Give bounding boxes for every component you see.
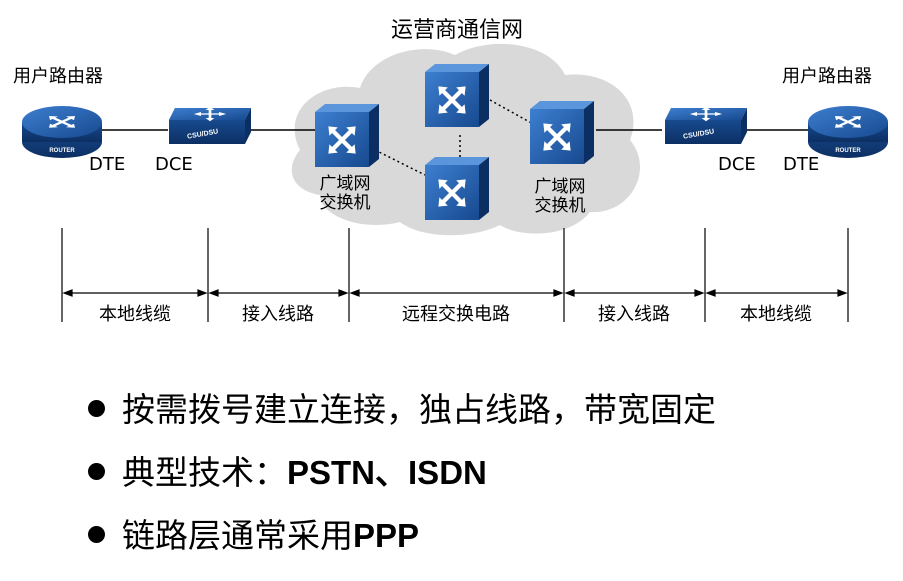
csu-dsu-icon: CSU/DSU	[169, 106, 251, 144]
right-dce-label: DCE	[718, 154, 756, 175]
link-top-right-switch	[489, 99, 536, 126]
segment-label-3: 远程交换电路	[402, 304, 510, 325]
segment-label-5: 本地线缆	[740, 304, 812, 325]
links	[100, 99, 810, 176]
wan-switch-icon	[425, 157, 489, 220]
wan-switch-icon	[425, 64, 489, 127]
cloud-title: 运营商通信网	[390, 18, 524, 43]
segment-label-4: 接入线路	[598, 304, 670, 325]
wan-switch-right-label: 广域网 交换机	[535, 178, 586, 216]
wan-switch-right-line2: 交换机	[534, 196, 586, 216]
segment-label-2: 接入线路	[242, 304, 314, 325]
bullet-item: 典型技术：PSTN、ISDN	[88, 451, 716, 514]
bullet-item: 链路层通常采用PPP	[88, 514, 716, 577]
bullet-text: 按需拨号建立连接，独占线路，带宽固定	[122, 390, 716, 429]
bullet-text: 典型技术：	[122, 453, 287, 492]
wan-switch-icon	[530, 101, 594, 164]
bullet-dot-icon	[88, 526, 105, 543]
left-router-title: 用户路由器	[13, 66, 103, 87]
wan-switch-left-line1: 广域网	[319, 174, 371, 194]
right-router-title: 用户路由器	[782, 66, 872, 87]
bullet-text: 链路层通常采用	[122, 516, 353, 555]
bullet-list: 按需拨号建立连接，独占线路，带宽固定 典型技术：PSTN、ISDN 链路层通常采…	[88, 388, 716, 577]
segment-label-1: 本地线缆	[99, 304, 171, 325]
left-dce-label: DCE	[155, 154, 193, 175]
router-icon: ROUTER	[808, 106, 888, 158]
link-switch-left-bottom	[374, 149, 426, 176]
wan-switch-icon	[315, 104, 379, 167]
router-badge: ROUTER	[835, 148, 861, 154]
bullet-item: 按需拨号建立连接，独占线路，带宽固定	[88, 388, 716, 451]
csu-dsu-icon: CSU/DSU	[665, 106, 747, 144]
router-badge: ROUTER	[49, 148, 75, 154]
carrier-cloud	[291, 43, 641, 236]
bullet-bold-text: PPP	[353, 517, 420, 554]
left-dte-label: DTE	[89, 154, 126, 175]
wan-switch-left-line2: 交换机	[319, 193, 371, 213]
bullet-bold-text: PSTN、ISDN	[287, 454, 487, 491]
bullet-dot-icon	[88, 463, 105, 480]
segment-arrows	[62, 289, 848, 297]
right-dte-label: DTE	[783, 154, 820, 175]
segment-boundaries	[61, 228, 849, 322]
wan-switch-right-line1: 广域网	[534, 177, 586, 197]
router-icon: ROUTER	[22, 106, 102, 158]
bullet-dot-icon	[88, 400, 105, 417]
wan-switch-left-label: 广域网 交换机	[320, 175, 371, 213]
